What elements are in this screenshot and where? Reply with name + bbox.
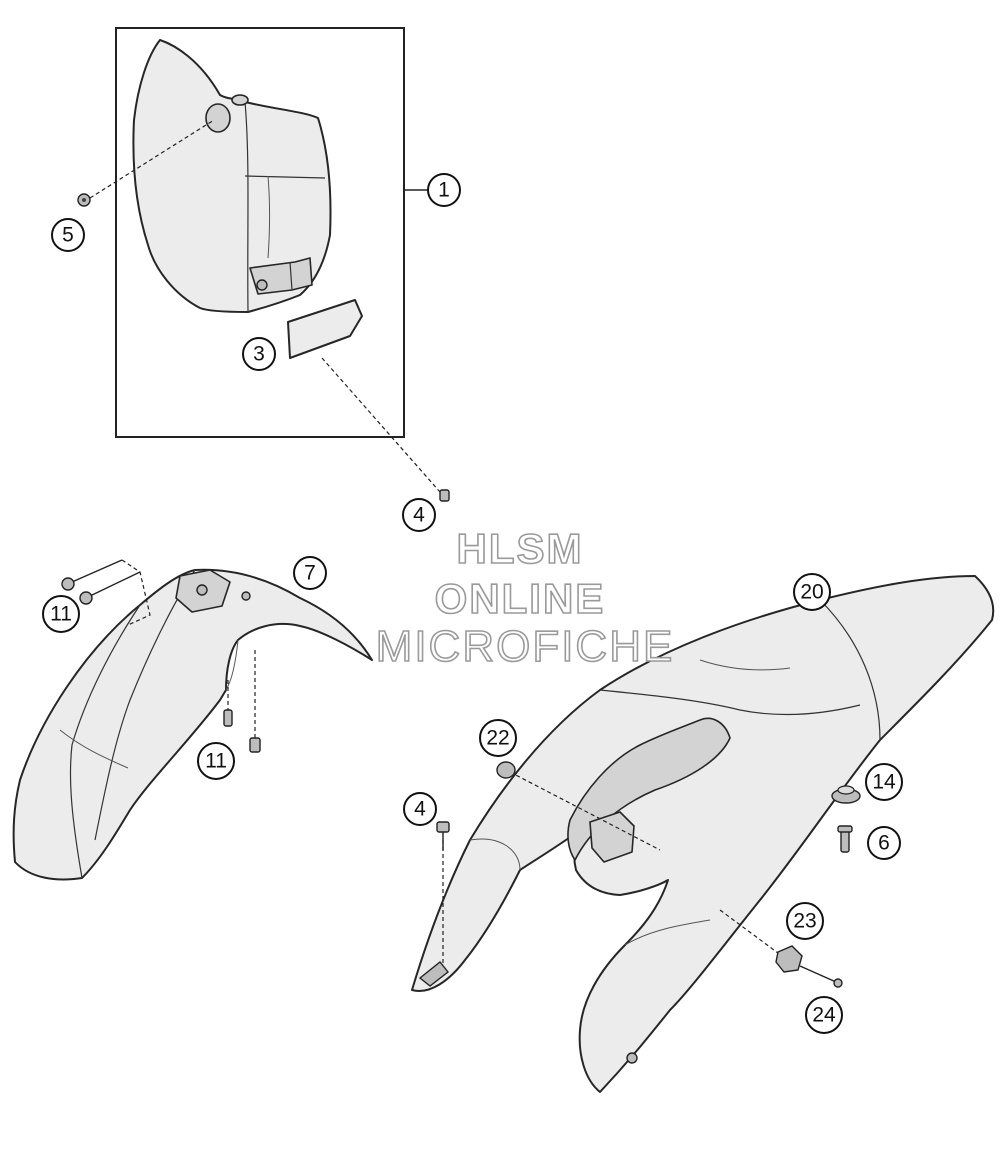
grommet-14-hardware [831, 785, 861, 804]
leader-5 [89, 119, 215, 199]
nut-23-screw-24-hardware [719, 909, 843, 988]
assembly-group-box [115, 27, 405, 438]
screw-4-upper-hardware [439, 489, 450, 502]
svg-text:11: 11 [50, 603, 72, 626]
screw-4-lower-hardware [436, 821, 450, 966]
screws-11-upper [61, 559, 151, 626]
svg-text:20: 20 [800, 581, 823, 604]
callout-5: 5 [51, 218, 85, 252]
nut-22-hardware [496, 761, 661, 851]
leader-4-upper [321, 357, 441, 493]
callout-4-upper: 4 [402, 498, 436, 532]
callout-11-lower: 11 [197, 742, 235, 780]
callout-1: 1 [427, 173, 461, 207]
svg-text:24: 24 [812, 1004, 836, 1027]
svg-text:4: 4 [414, 798, 426, 821]
callout-23: 23 [786, 902, 824, 940]
watermark-line-2: ONLINE [434, 574, 606, 623]
callout-24: 24 [805, 996, 843, 1034]
front-fender [12, 568, 373, 881]
callout-20: 20 [793, 573, 831, 611]
screw-5-hardware [77, 193, 91, 207]
front-number-plate [132, 39, 332, 313]
screws-11-lower [223, 650, 261, 753]
plate-lower-guard [287, 299, 363, 359]
svg-text:4: 4 [413, 504, 425, 527]
callout-7: 7 [293, 556, 327, 590]
rear-fender [411, 575, 995, 1093]
svg-text:14: 14 [872, 771, 896, 794]
callout-11-upper: 11 [42, 595, 80, 633]
svg-text:3: 3 [253, 343, 265, 366]
callout-4-lower: 4 [403, 792, 437, 826]
svg-text:5: 5 [62, 224, 74, 247]
svg-text:7: 7 [304, 562, 316, 585]
screw-6-hardware [837, 825, 853, 853]
svg-text:6: 6 [878, 832, 890, 855]
callout-14: 14 [865, 763, 903, 801]
watermark-line-3: MICROFICHE [375, 621, 675, 672]
svg-text:11: 11 [205, 750, 227, 773]
svg-text:1: 1 [438, 179, 450, 202]
watermark-line-1: HLSM [456, 524, 584, 573]
callout-22: 22 [479, 719, 517, 757]
callout-3: 3 [242, 337, 276, 371]
callout-6: 6 [867, 826, 901, 860]
svg-text:23: 23 [793, 910, 816, 933]
svg-text:22: 22 [486, 727, 509, 750]
